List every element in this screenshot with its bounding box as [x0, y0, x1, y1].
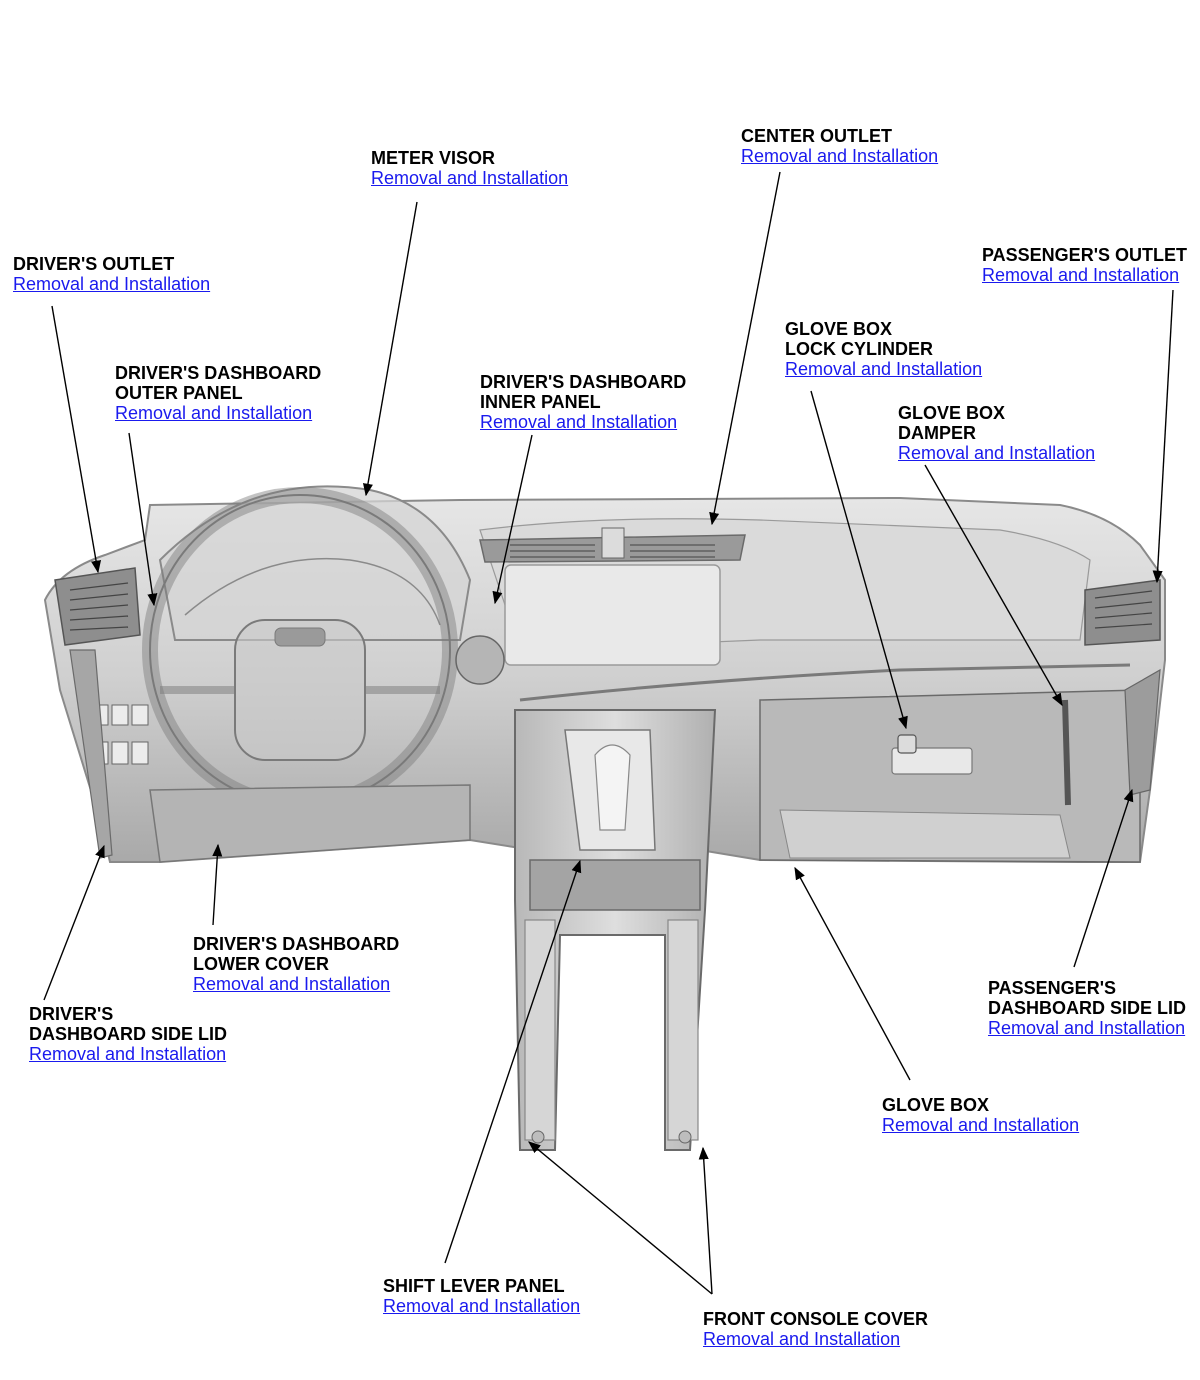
passengers-outlet-shape — [1084, 579, 1161, 646]
glove-box-damper-link[interactable]: Removal and Installation — [898, 443, 1096, 463]
center-outlet-title: CENTER OUTLET — [741, 126, 892, 146]
drivers-dashboard-inner-panel-title: DRIVER'S DASHBOARD INNER PANEL — [480, 372, 687, 412]
drivers-outlet-shape — [54, 567, 141, 646]
passengers-side-lid-shape — [1124, 668, 1161, 796]
passengers-dashboard-side-lid-title: PASSENGER'S DASHBOARD SIDE LID — [988, 978, 1187, 1018]
center-outlet-link[interactable]: Removal and Installation — [741, 146, 939, 166]
meter-visor-title: METER VISOR — [371, 148, 496, 168]
callout-glove-box-damper: GLOVE BOX DAMPER Removal and Installatio… — [898, 403, 1095, 464]
center-display-area — [504, 564, 721, 666]
passengers-outlet-link[interactable]: Removal and Installation — [982, 265, 1180, 285]
center-console — [514, 709, 717, 1151]
callout-drivers-dashboard-outer-panel: DRIVER'S DASHBOARD OUTER PANEL Removal a… — [115, 363, 321, 424]
callout-glove-box: GLOVE BOX Removal and Installation — [882, 1095, 1079, 1136]
drivers-dashboard-side-lid-title: DRIVER'S DASHBOARD SIDE LID — [29, 1004, 228, 1044]
drivers-dashboard-outer-panel-title: DRIVER'S DASHBOARD OUTER PANEL — [115, 363, 322, 403]
glove-box-lock-cylinder-link[interactable]: Removal and Installation — [785, 359, 983, 379]
callout-drivers-dashboard-side-lid: DRIVER'S DASHBOARD SIDE LID Removal and … — [29, 1004, 227, 1065]
callout-passengers-dashboard-side-lid: PASSENGER'S DASHBOARD SIDE LID Removal a… — [988, 978, 1186, 1039]
callout-center-outlet: CENTER OUTLET Removal and Installation — [741, 126, 938, 167]
glove-box-title: GLOVE BOX — [882, 1095, 990, 1115]
front-console-cover-title: FRONT CONSOLE COVER — [703, 1309, 929, 1329]
drivers-outlet-title: DRIVER'S OUTLET — [13, 254, 175, 274]
glove-box-link[interactable]: Removal and Installation — [882, 1115, 1080, 1135]
passengers-dashboard-side-lid-link[interactable]: Removal and Installation — [988, 1018, 1186, 1038]
callout-passengers-outlet: PASSENGER'S OUTLET Removal and Installat… — [982, 245, 1187, 286]
drivers-dashboard-side-lid-link[interactable]: Removal and Installation — [29, 1044, 227, 1064]
drivers-side-lid-shape — [69, 649, 113, 859]
callout-glove-box-lock-cylinder: GLOVE BOX LOCK CYLINDER Removal and Inst… — [785, 319, 982, 380]
drivers-dashboard-outer-panel-link[interactable]: Removal and Installation — [115, 403, 313, 423]
shift-lever-panel-title: SHIFT LEVER PANEL — [383, 1276, 565, 1296]
callout-drivers-outlet: DRIVER'S OUTLET Removal and Installation — [13, 254, 210, 295]
drivers-dashboard-inner-panel-link[interactable]: Removal and Installation — [480, 412, 678, 432]
callout-shift-lever-panel: SHIFT LEVER PANEL Removal and Installati… — [383, 1276, 580, 1317]
front-console-cover-link[interactable]: Removal and Installation — [703, 1329, 901, 1349]
glove-box-damper-title: GLOVE BOX DAMPER — [898, 403, 1006, 443]
callout-drivers-dashboard-lower-cover: DRIVER'S DASHBOARD LOWER COVER Removal a… — [193, 934, 399, 995]
leader-lines — [43, 171, 1174, 1295]
callout-front-console-cover: FRONT CONSOLE COVER Removal and Installa… — [703, 1309, 928, 1350]
drivers-outlet-link[interactable]: Removal and Installation — [13, 274, 211, 294]
drivers-dashboard-lower-cover-title: DRIVER'S DASHBOARD LOWER COVER — [193, 934, 400, 974]
callout-meter-visor: METER VISOR Removal and Installation — [371, 148, 568, 189]
drivers-lower-cover-shape — [149, 784, 471, 863]
callout-drivers-dashboard-inner-panel: DRIVER'S DASHBOARD INNER PANEL Removal a… — [480, 372, 686, 433]
shift-lever-panel-link[interactable]: Removal and Installation — [383, 1296, 581, 1316]
drivers-dashboard-lower-cover-link[interactable]: Removal and Installation — [193, 974, 391, 994]
passengers-outlet-title: PASSENGER'S OUTLET — [982, 245, 1187, 265]
glove-box-lock-cylinder-title: GLOVE BOX LOCK CYLINDER — [785, 319, 933, 359]
meter-visor-link[interactable]: Removal and Installation — [371, 168, 569, 188]
